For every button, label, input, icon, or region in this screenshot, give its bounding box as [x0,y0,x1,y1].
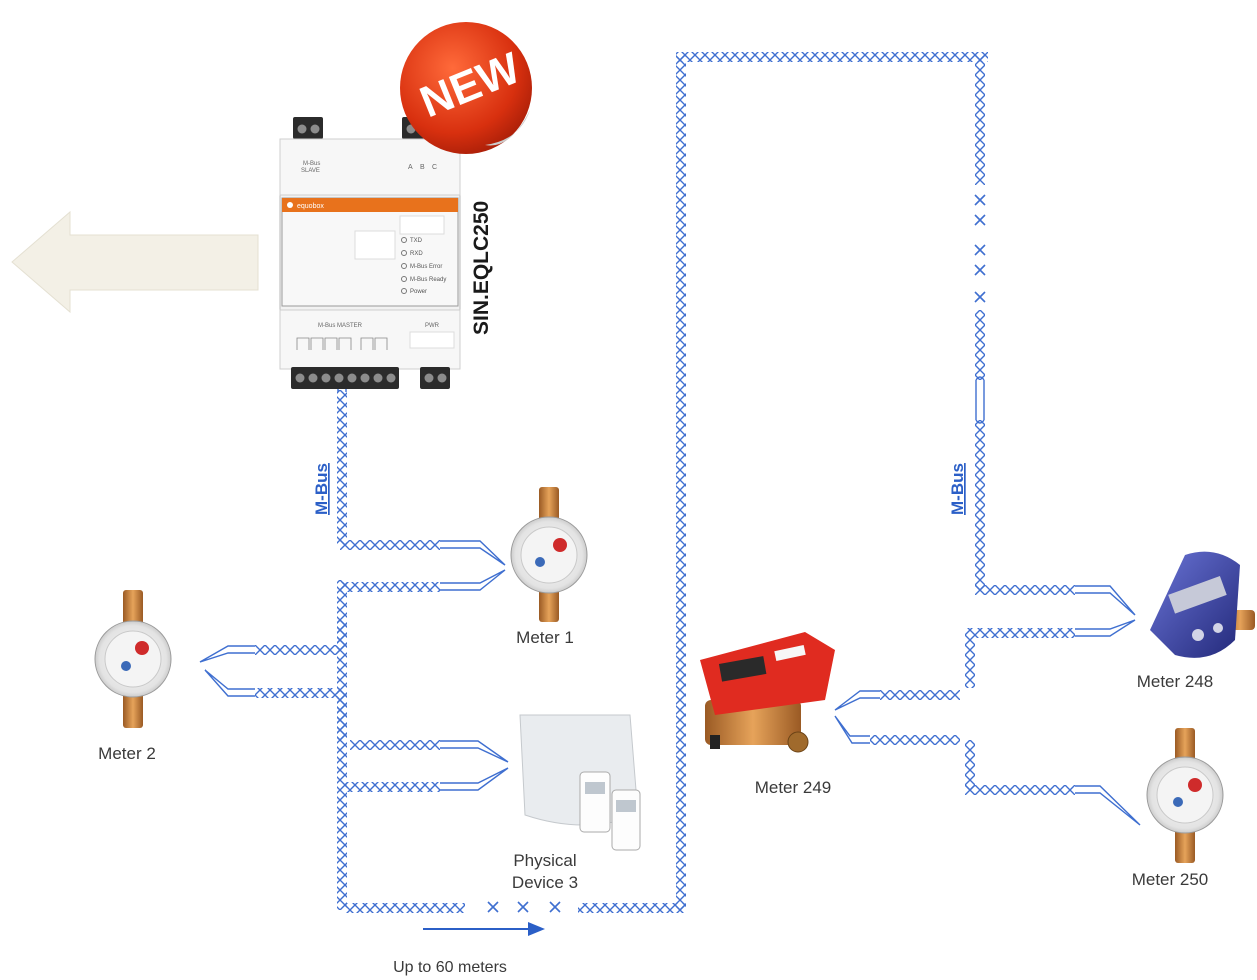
wire-segment [870,735,960,745]
meter-2-label: Meter 2 [98,744,156,763]
wire-segment [975,420,985,590]
terminal-block [293,117,323,139]
wire-segment [337,690,347,740]
wire-segment [345,903,465,913]
device-3-label-line1: Physical [513,851,577,870]
m-bus-label-right: M-Bus [948,463,967,515]
led-label-rxd: RXD [410,251,423,257]
terminal-block [291,367,399,389]
pwr-label: PWR [425,323,440,329]
slave-label-line1: M-Bus [303,161,320,167]
meter-248-device [1150,551,1255,658]
distance-arrow [423,922,545,936]
abc-label-a: A [408,164,413,171]
slave-label-line2: SLAVE [301,168,320,174]
wire-segment [975,55,985,185]
led-label-error: M-Bus Error [410,264,442,270]
new-badge: NEW [400,22,532,154]
meter-248-label: Meter 248 [1136,672,1214,691]
wire-segment [965,785,1075,795]
wire-segment [975,628,1075,638]
wire-segment [965,628,975,688]
physical-device-3 [519,714,641,851]
led-label-ready: M-Bus Ready [410,277,446,283]
wire-segment [337,580,347,910]
wire-segment [880,690,960,700]
master-label: M-Bus MASTER [318,323,363,329]
gateway-device: TXD RXD M-Bus Error M-Bus Ready Power eq… [279,117,461,389]
wire-segment [350,740,440,750]
abc-label-b: B [420,164,425,171]
wire-segment [255,688,340,698]
wire-segment [975,585,1075,595]
m-bus-wiring [255,52,1075,913]
wire-segment [975,310,985,380]
wire-segment [965,740,975,790]
wire-segment [676,55,686,910]
meter-249-label: Meter 249 [754,778,832,797]
terminal-block [420,367,450,389]
wire-segment [578,903,686,913]
svg-text:M-Bus: M-Bus [312,463,331,515]
wire-segment [676,52,988,62]
device-3-label-line2: Device 3 [511,873,579,892]
wire-segment [340,582,440,592]
meter-2-device [94,590,172,728]
device-model-label: SIN.EQLC250 [470,201,493,335]
wire-segment [345,782,440,792]
meter-250-device [1146,728,1224,863]
meter-250-label: Meter 250 [1131,870,1209,889]
abc-label-c: C [432,164,437,171]
svg-text:M-Bus: M-Bus [948,463,967,515]
output-arrow [11,210,259,314]
meter-1-device [510,487,588,622]
wire-segment [337,620,347,650]
device-brand: equobox [297,203,324,210]
wire-gap-marks [487,194,986,913]
wire-segment [337,390,347,545]
wire-segment [255,645,340,655]
meter-249-device [700,632,835,753]
distance-note: Up to 60 meters [393,959,507,976]
led-label-txd: TXD [410,238,423,244]
led-indicators [401,237,407,294]
m-bus-label-left: M-Bus [312,463,331,515]
wire-segment [340,540,440,550]
led-label-power: Power [410,289,427,295]
meter-1-label: Meter 1 [516,628,574,647]
